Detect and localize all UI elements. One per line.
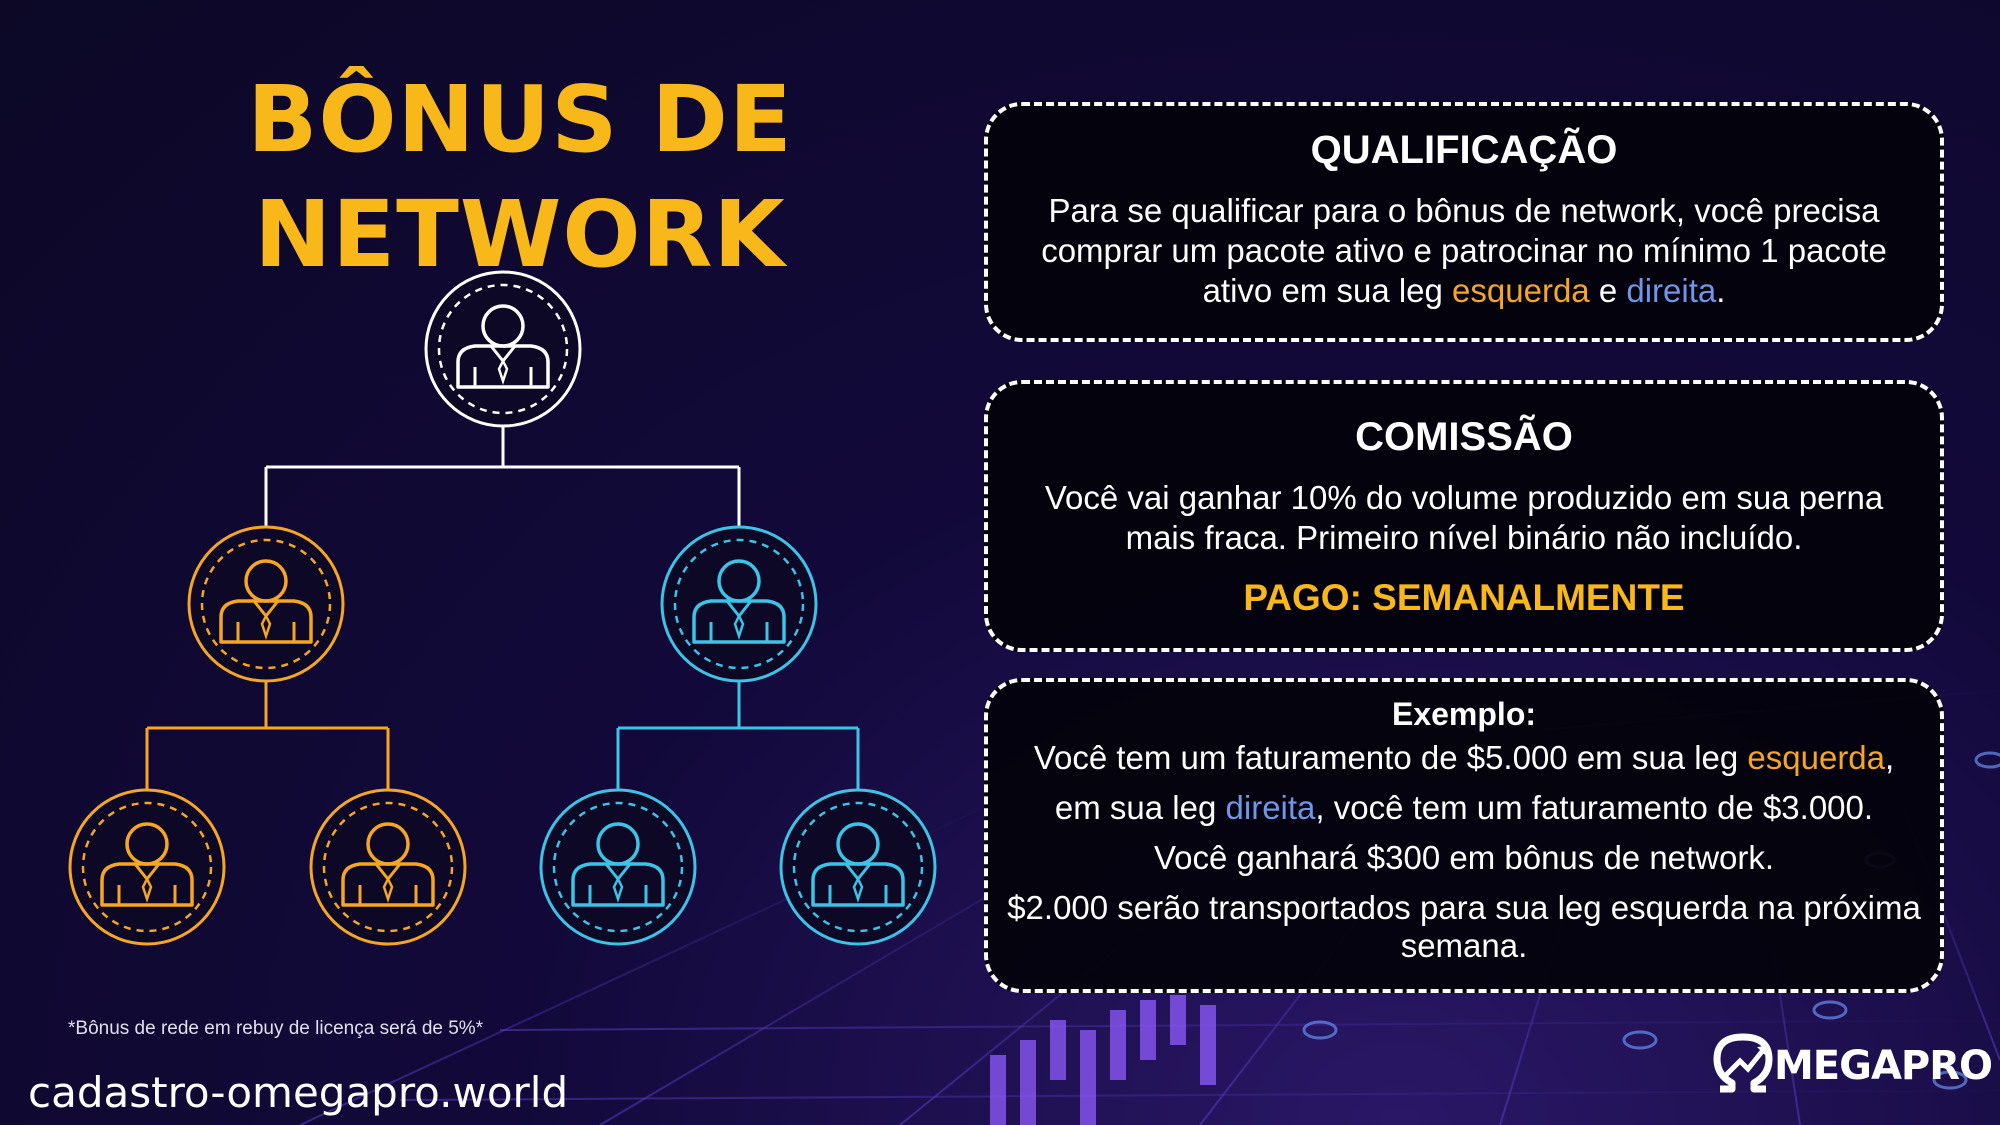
qualificacao-line-2: comprar um pacote ativo e patrocinar no …	[1041, 232, 1887, 269]
right-left-person-icon	[539, 788, 697, 946]
comissao-line-2: mais fraca. Primeiro nível binário não i…	[1125, 519, 1803, 556]
left-right-person-icon	[309, 788, 467, 946]
megapro-logo: MEGAPRO	[1712, 1030, 1993, 1102]
omega-logo-icon	[1713, 1033, 1773, 1093]
left-left-person-icon	[68, 788, 226, 946]
qualificacao-line-1: Para se qualificar para o bônus de netwo…	[1048, 192, 1880, 229]
qualificacao-heading: QUALIFICAÇÃO	[1310, 128, 1618, 172]
website-url[interactable]: cadastro-omegapro.world	[28, 1068, 569, 1117]
comma: ,	[1885, 739, 1895, 776]
right-leg-word: direita	[1626, 272, 1717, 309]
qualificacao-text: Para se qualificar para o bônus de netwo…	[1028, 191, 1900, 311]
title-line-2: NETWORK	[254, 181, 786, 288]
exemplo-left-word: esquerda	[1747, 739, 1886, 776]
exemplo-line-2-pre: em sua leg	[1054, 789, 1226, 826]
period: .	[1716, 272, 1726, 309]
page-title: BÔNUS DE NETWORK	[230, 62, 810, 292]
comissao-box: COMISSÃO Você vai ganhar 10% do volume p…	[984, 380, 1944, 652]
right-right-person-icon	[779, 788, 937, 946]
exemplo-heading: Exemplo:	[1391, 696, 1537, 732]
left-leg-word: esquerda	[1452, 272, 1590, 309]
exemplo-line-5-text: semana.	[1400, 927, 1528, 964]
footnote: *Bônus de rede em rebuy de licença será …	[68, 1018, 484, 1039]
network-tree-diagram	[68, 270, 937, 946]
exemplo-line-4: $2.000 serão transportados para sua leg …	[1000, 889, 1928, 965]
exemplo-line-1-text: Você tem um faturamento de $5.000 em sua…	[1033, 739, 1748, 776]
exemplo-line-4-text: $2.000 serão transportados para sua leg …	[1007, 889, 1921, 926]
exemplo-line-3: Você ganhará $300 em bônus de network.	[1153, 839, 1775, 876]
payment-frequency: PAGO: SEMANALMENTE	[1243, 577, 1685, 618]
qualificacao-box: QUALIFICAÇÃO Para se qualificar para o b…	[984, 102, 1944, 342]
title-line-1: BÔNUS DE	[247, 66, 793, 173]
comissao-heading: COMISSÃO	[1355, 415, 1573, 459]
comissao-text: Você vai ganhar 10% do volume produzido …	[1028, 478, 1900, 558]
qualificacao-line-3: ativo em sua leg	[1202, 272, 1453, 309]
root-person-icon	[424, 270, 582, 428]
exemplo-line-2-end: , você tem um faturamento de $3.000.	[1315, 789, 1874, 826]
right-person-icon	[660, 525, 818, 683]
exemplo-line-2: em sua leg direita, você tem um faturame…	[1000, 783, 1928, 833]
logo-text: MEGAPRO	[1774, 1043, 1993, 1089]
exemplo-right-word: direita	[1225, 789, 1316, 826]
comissao-line-1: Você vai ganhar 10% do volume produzido …	[1044, 479, 1884, 516]
exemplo-box: Exemplo: Você tem um faturamento de $5.0…	[984, 678, 1944, 993]
exemplo-line-1: Você tem um faturamento de $5.000 em sua…	[1000, 733, 1928, 783]
left-person-icon	[187, 525, 345, 683]
and-word: e	[1589, 272, 1627, 309]
